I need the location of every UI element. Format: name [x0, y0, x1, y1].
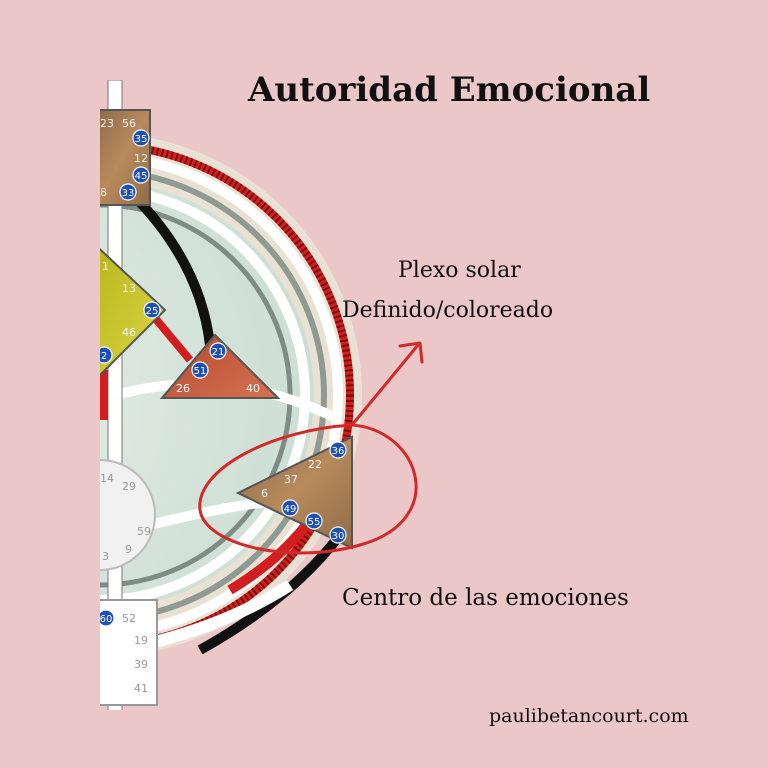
- gate-2: 2: [101, 351, 107, 362]
- gate-25-marker: [143, 301, 161, 319]
- gate-59: 59: [137, 525, 151, 538]
- gate-35: 35: [135, 134, 148, 145]
- gate-9: 9: [125, 543, 132, 556]
- gate-46: 46: [122, 326, 136, 339]
- gate-21-marker: [209, 342, 227, 360]
- page-title: Autoridad Emocional: [248, 70, 651, 110]
- gate-40: 40: [246, 382, 260, 395]
- annotation-arrow-line: [350, 343, 420, 427]
- channel-red-low: [227, 516, 314, 595]
- website-label: paulibetancourt.com: [489, 705, 689, 727]
- gate-33-marker: [119, 183, 137, 201]
- gate-30: 30: [332, 531, 345, 542]
- gate-26: 26: [176, 382, 190, 395]
- gate-8: 8: [100, 186, 107, 199]
- gate-37: 37: [284, 473, 298, 486]
- gate-51-marker: [191, 361, 209, 379]
- annotation-ellipse: [198, 423, 418, 555]
- gate-52: 52: [122, 612, 136, 625]
- gate-49-marker: [281, 499, 299, 517]
- gate-25: 25: [146, 306, 159, 317]
- gate-6: 6: [261, 487, 268, 500]
- red-arc-dashes: [100, 141, 354, 649]
- gate-19: 19: [134, 634, 148, 647]
- channel-vertical-red: [100, 370, 108, 420]
- white-arc-2: [100, 185, 310, 605]
- gate-51: 51: [194, 366, 207, 377]
- gate-13: 13: [122, 282, 136, 295]
- sacral-center: [100, 459, 156, 571]
- gate-30-marker: [329, 526, 347, 544]
- gate-23: 23: [100, 117, 114, 130]
- plexo-solar-label: Plexo solar: [398, 258, 521, 283]
- gate-35-marker: [132, 129, 150, 147]
- centro-emociones-label: Centro de las emociones: [342, 585, 629, 611]
- gate-36: 36: [332, 446, 345, 457]
- gate-49: 49: [284, 504, 297, 515]
- white-arc-1: [100, 152, 343, 638]
- gate-21: 21: [212, 347, 225, 358]
- gate-45-marker: [132, 166, 150, 184]
- gate-14: 14: [100, 472, 114, 485]
- gate-3: 3: [102, 550, 109, 563]
- gate-45: 45: [135, 171, 148, 182]
- gate-12: 12: [134, 152, 148, 165]
- definido-label: Definido/coloreado: [342, 298, 554, 323]
- gate-33: 33: [122, 188, 135, 199]
- gate-2-marker: [100, 346, 113, 364]
- gate-55: 55: [308, 517, 321, 528]
- gate-22: 22: [308, 458, 322, 471]
- gate-55-marker: [305, 512, 323, 530]
- heart-center: [159, 333, 281, 399]
- gate-39: 39: [134, 658, 148, 671]
- grey-arc-1: [100, 168, 327, 622]
- gate-41: 41: [134, 682, 148, 695]
- g-center: [100, 247, 167, 377]
- bodygraph-body: 23 56 35 12 45 8 33 1 13 25 46 2 21 51 2…: [100, 80, 362, 710]
- gate-29: 29: [122, 480, 136, 493]
- gate-60: 60: [100, 614, 113, 625]
- gate-60-marker: [100, 609, 115, 627]
- annotation-arrow-head: [398, 341, 424, 364]
- gate-1: 1: [102, 260, 109, 273]
- gate-56: 56: [122, 117, 136, 130]
- channel-black: [124, 186, 215, 346]
- gate-36-marker: [329, 441, 347, 459]
- solar-plexus-center: [235, 435, 353, 550]
